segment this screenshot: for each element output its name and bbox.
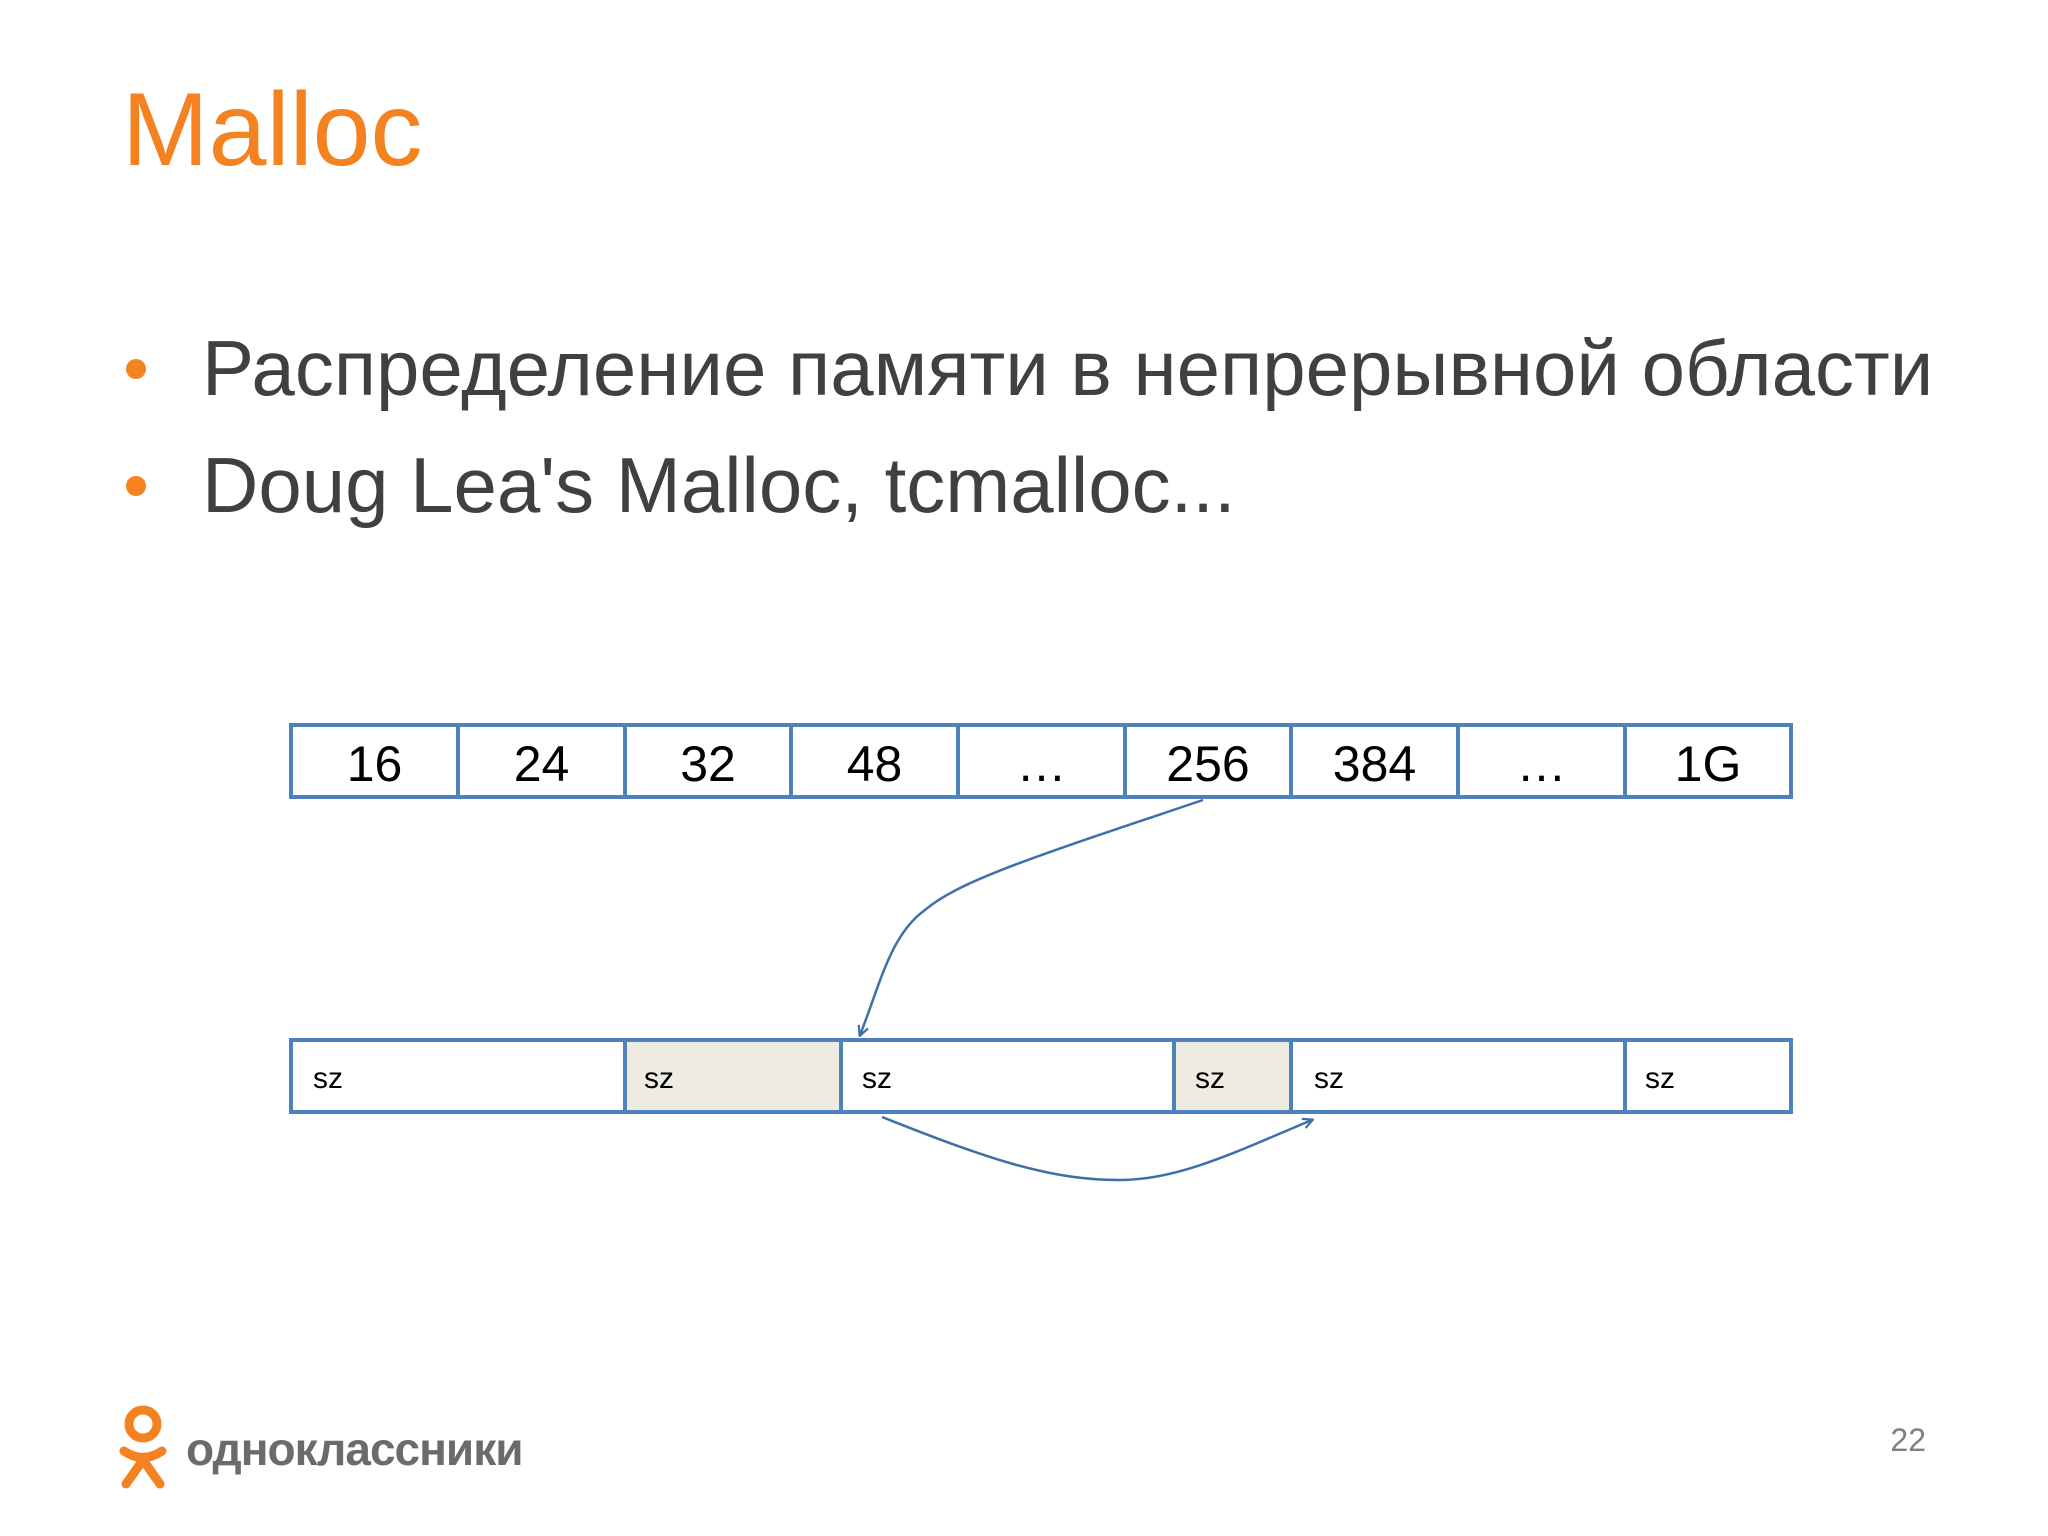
bullet-dot-icon [126,359,146,379]
memory-chunk [1623,1038,1793,1114]
size-class-label: 32 [680,736,736,792]
size-class-cell [1289,723,1460,799]
bullet-item: Doug Lea's Malloc, tcmalloc... [122,435,1933,552]
memory-chunk [289,1038,627,1114]
bin-to-chunk-arrow [860,798,1204,1035]
size-class-label: … [1017,736,1067,792]
bullet-text: Распределение памяти в непрерывной облас… [202,324,1934,412]
size-class-label: … [1517,736,1567,792]
logo-text: одноклассники [186,1423,523,1475]
chunk-label: sz [1195,1062,1225,1095]
page-number: 22 [1890,1422,1926,1458]
size-class-label: 384 [1333,736,1416,792]
next-free-chunk-arrow [881,1115,1312,1182]
size-class-cell [623,723,793,799]
memory-chunk-shaded [623,1038,843,1114]
footer-logo: одноклассники [118,1404,523,1494]
size-class-label: 48 [847,736,903,792]
size-class-cell [289,723,460,799]
chunk-row: sz sz sz sz sz sz [289,1038,1793,1114]
bullet-item: Распределение памяти в непрерывной облас… [122,318,1933,435]
size-class-row: 16 24 32 48 … 256 384 … 1G [289,723,1793,799]
size-class-cell [789,723,960,799]
size-class-cell [1456,723,1627,799]
chunk-label: sz [862,1062,892,1095]
bullet-list: Распределение памяти в непрерывной облас… [122,318,1933,552]
size-class-cell [1623,723,1793,799]
slide-title: Malloc [122,72,423,188]
size-class-label: 24 [514,736,570,792]
size-class-cell [456,723,627,799]
chunk-label: sz [644,1062,674,1095]
size-class-cell [1123,723,1293,799]
chunk-label: sz [1314,1062,1344,1095]
bullet-text: Doug Lea's Malloc, tcmalloc... [202,441,1236,529]
size-class-label: 1G [1675,736,1742,792]
size-class-cell [956,723,1127,799]
memory-chunk-shaded [1172,1038,1293,1114]
size-class-label: 256 [1166,736,1249,792]
memory-chunk [1289,1038,1627,1114]
chunk-label: sz [313,1062,343,1095]
size-class-label: 16 [347,736,403,792]
chunk-label: sz [1645,1062,1675,1095]
memory-chunk [839,1038,1176,1114]
odnoklassniki-icon [119,1405,167,1489]
bullet-dot-icon [126,476,146,496]
